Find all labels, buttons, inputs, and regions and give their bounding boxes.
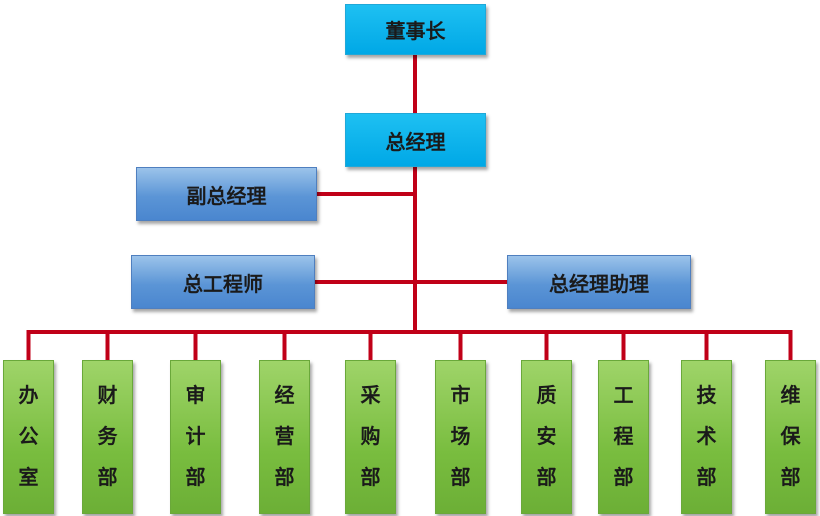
- gm-assistant-box: 总经理助理: [507, 255, 691, 309]
- department-label-char: 经: [274, 383, 295, 407]
- department-label-char: 部: [97, 465, 118, 489]
- department-label-char: 部: [613, 465, 634, 489]
- department-label-char: 部: [274, 465, 295, 489]
- department-label-char: 保: [780, 424, 801, 448]
- department-label-char: 务: [97, 424, 118, 448]
- department-label-char: 计: [185, 424, 206, 448]
- department-box-technology: 技术部: [681, 360, 732, 514]
- chairman-box: 董事长: [345, 4, 486, 55]
- department-label-char: 安: [536, 424, 557, 448]
- department-box-office: 办公室: [3, 360, 54, 514]
- department-box-market: 市场部: [435, 360, 486, 514]
- department-label-char: 营: [274, 424, 295, 448]
- department-label-char: 部: [185, 465, 206, 489]
- department-label-char: 部: [696, 465, 717, 489]
- department-label-char: 技: [696, 383, 717, 407]
- chairman-label: 董事长: [385, 19, 446, 43]
- department-label-char: 财: [97, 383, 118, 407]
- department-box-audit: 审计部: [170, 360, 221, 514]
- department-box-engineering: 工程部: [598, 360, 649, 514]
- department-label-char: 维: [780, 383, 801, 407]
- department-label-char: 市: [450, 383, 471, 407]
- department-label-char: 采: [360, 383, 381, 407]
- chief-engineer-label: 总工程师: [183, 271, 263, 296]
- department-label-char: 审: [185, 383, 206, 407]
- department-label-char: 质: [536, 383, 557, 407]
- general-manager-label: 总经理: [385, 129, 446, 154]
- department-label-char: 部: [360, 465, 381, 489]
- chief-engineer-box: 总工程师: [131, 255, 315, 309]
- general-manager-box: 总经理: [345, 113, 486, 167]
- department-label-char: 部: [536, 465, 557, 489]
- deputy-general-manager-label: 副总经理: [186, 183, 267, 208]
- department-label-char: 程: [613, 424, 634, 448]
- department-label-char: 公: [18, 424, 39, 448]
- department-label-char: 购: [360, 424, 381, 448]
- department-box-operations: 经营部: [259, 360, 310, 514]
- deputy-general-manager-box: 副总经理: [136, 167, 317, 221]
- department-box-finance: 财务部: [82, 360, 133, 514]
- department-label-char: 部: [780, 465, 801, 489]
- department-box-quality-safety: 质安部: [521, 360, 572, 514]
- department-box-maintenance: 维保部: [765, 360, 816, 514]
- department-label-char: 术: [696, 424, 717, 448]
- department-label-char: 场: [450, 424, 471, 448]
- department-label-char: 工: [613, 383, 634, 407]
- department-label-char: 部: [450, 465, 471, 489]
- department-box-purchasing: 采购部: [345, 360, 396, 514]
- department-label-char: 室: [18, 465, 39, 489]
- department-label-char: 办: [18, 383, 39, 407]
- gm-assistant-label: 总经理助理: [549, 271, 649, 296]
